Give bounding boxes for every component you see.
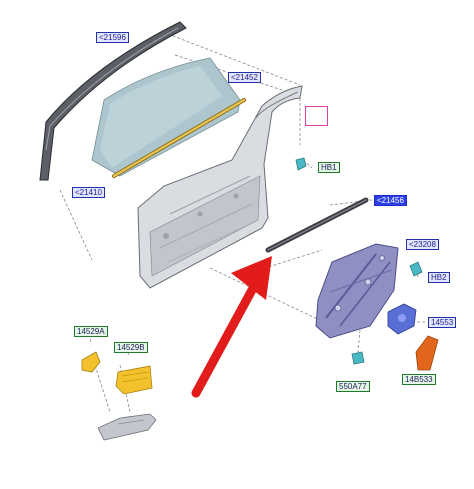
callout-21452[interactable]: <21452 bbox=[228, 72, 261, 83]
callout-14529b[interactable]: 14529B bbox=[114, 342, 148, 353]
callout-14553[interactable]: 14553 bbox=[428, 317, 457, 328]
door-glass-shade bbox=[100, 66, 222, 168]
seal-14529a-part bbox=[81, 351, 101, 373]
clip-hb1-part bbox=[295, 157, 307, 171]
orange-switch-part bbox=[415, 335, 439, 371]
clip-550a77-part bbox=[351, 351, 365, 365]
regulator-motor bbox=[387, 303, 417, 335]
leader-lines bbox=[59, 33, 425, 413]
callout-hb1[interactable]: HB1 bbox=[318, 162, 340, 173]
callout-550a77[interactable]: 550A77 bbox=[336, 381, 370, 392]
callout-21596[interactable]: <21596 bbox=[96, 32, 129, 43]
callout-hb2[interactable]: HB2 bbox=[428, 272, 450, 283]
seal-14529b-part bbox=[115, 365, 153, 395]
outer-belt-moulding-highlight bbox=[267, 199, 367, 251]
window-regulator bbox=[315, 243, 399, 339]
pink-highlight-box bbox=[305, 106, 328, 126]
callout-23208[interactable]: <23208 bbox=[406, 239, 439, 250]
callout-14529a[interactable]: 14529A bbox=[74, 326, 108, 337]
callout-21410[interactable]: <21410 bbox=[72, 187, 105, 198]
door-shell bbox=[137, 85, 303, 289]
glass-run-channel bbox=[39, 21, 187, 181]
callout-14b533[interactable]: 14B533 bbox=[402, 374, 436, 385]
belt-weatherstrip-highlight bbox=[112, 98, 246, 178]
glass-run-highlight bbox=[45, 27, 179, 151]
clip-hb2-part bbox=[409, 261, 423, 277]
lower-bracket-part bbox=[97, 413, 157, 441]
red-arrow-pointer bbox=[191, 256, 272, 398]
callout-21456[interactable]: <21456 bbox=[374, 195, 407, 206]
